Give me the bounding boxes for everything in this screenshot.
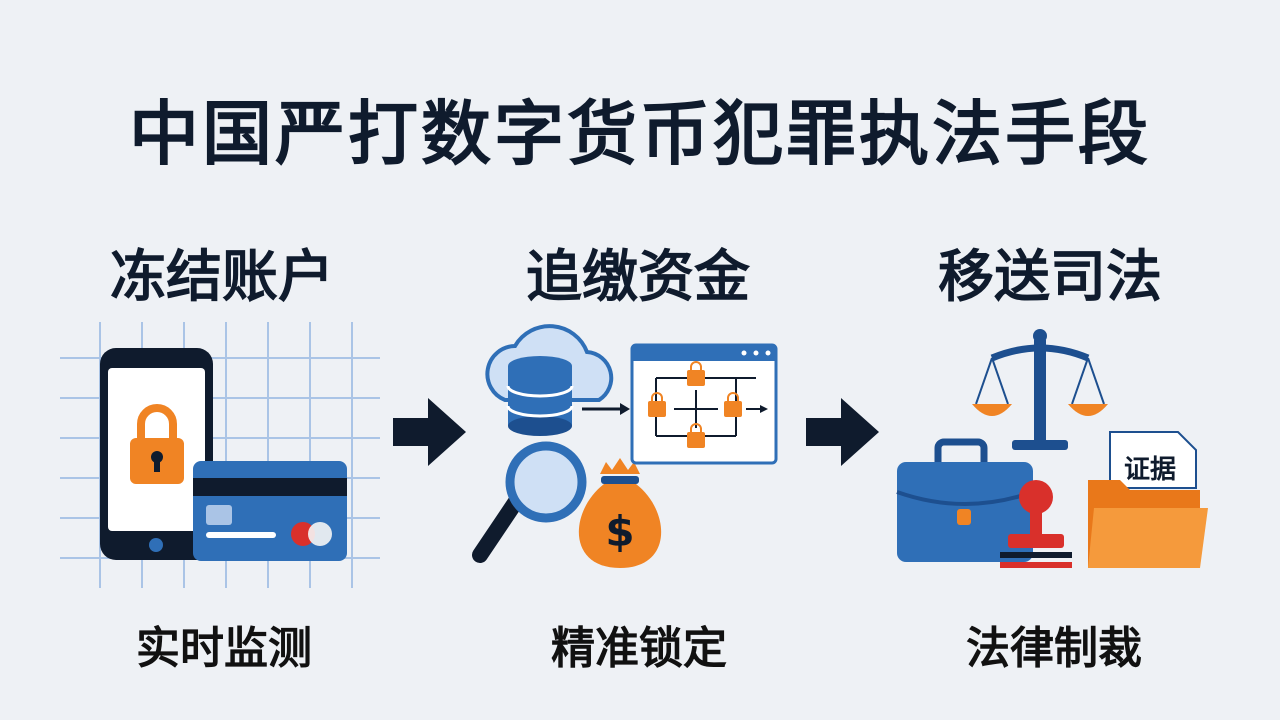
database-cloud-icon [485, 324, 614, 436]
stamp-icon [1000, 480, 1072, 568]
locked-coin-icon [724, 392, 742, 417]
credit-card-icon [193, 461, 347, 561]
locked-coin-icon [687, 361, 705, 386]
magnifier-icon [472, 441, 587, 563]
step-2-title: 追缴资金 [526, 245, 750, 310]
step-3-title: 移送司法 [938, 245, 1162, 310]
connector-arrow [582, 403, 630, 415]
step-1-title: 冻结账户 [110, 245, 334, 310]
page-title: 中国严打数字货币犯罪执法手段 [129, 93, 1151, 175]
transaction-network-icon [630, 343, 778, 465]
arrow-right-icon [806, 398, 879, 466]
locked-coin-icon [687, 423, 705, 448]
folder-icon: 证据 [1088, 431, 1208, 568]
padlock-icon [130, 404, 184, 484]
arrow-right-icon [393, 398, 466, 466]
step-1-caption: 实时监测 [136, 623, 312, 674]
money-bag-icon: $ [578, 458, 662, 568]
locked-coin-icon [648, 392, 666, 417]
evidence-label: 证据 [1124, 455, 1176, 485]
step-2-caption: 精准锁定 [551, 623, 727, 674]
scales-icon [972, 329, 1108, 450]
step-3-caption: 法律制裁 [966, 623, 1142, 674]
money-bag-symbol: $ [605, 507, 634, 556]
briefcase-icon [896, 438, 1034, 562]
